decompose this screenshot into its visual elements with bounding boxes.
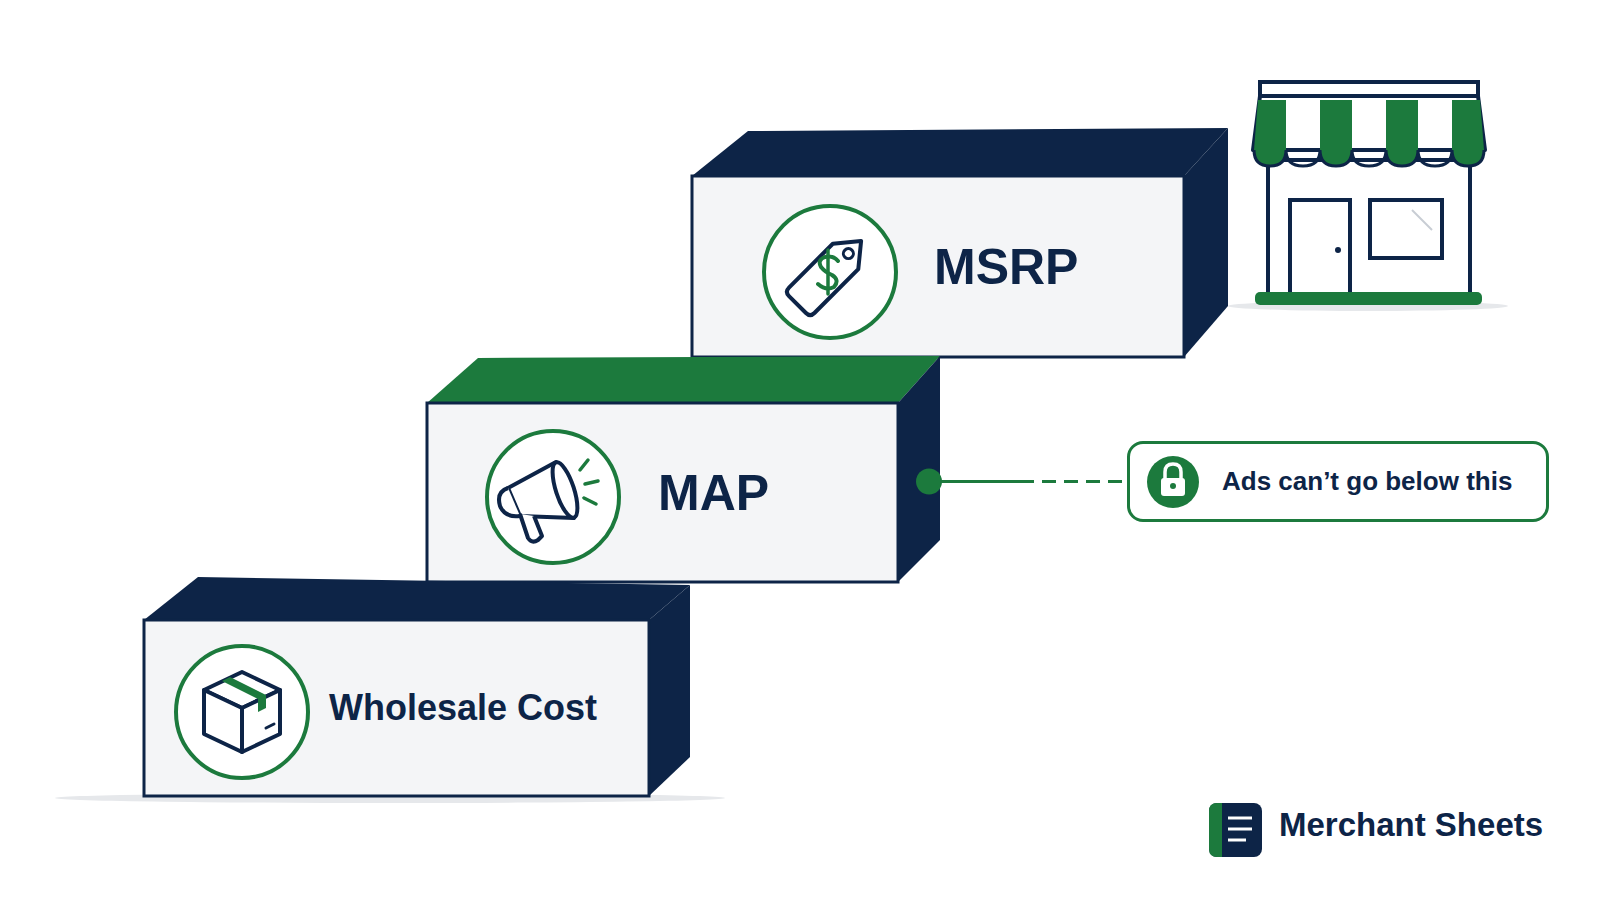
node-label: Ads can’t go below this <box>1222 466 1512 497</box>
block-side <box>1184 128 1228 357</box>
callout-box: Ads can’t go below this <box>1127 441 1549 522</box>
lock-icon <box>1147 456 1199 508</box>
block-side <box>649 585 690 796</box>
msrp-block: MSRP <box>692 176 1184 357</box>
brand-name: Merchant Sheets <box>1279 808 1543 841</box>
node-label: MSRP <box>934 238 1078 296</box>
map-block: MAP <box>427 403 940 582</box>
block-top <box>427 356 940 403</box>
wholesale-block: Wholesale Cost <box>144 620 649 796</box>
block-side <box>898 356 940 582</box>
logo-icon <box>1209 803 1262 857</box>
callout-connector <box>916 469 1127 495</box>
box-icon <box>176 646 308 778</box>
block-top <box>144 577 690 620</box>
block-front <box>427 403 898 582</box>
block-front <box>144 620 649 796</box>
block-front <box>692 176 1184 357</box>
node-label: Wholesale Cost <box>329 687 597 729</box>
megaphone-icon <box>487 431 619 563</box>
storefront-illustration <box>1253 82 1485 305</box>
price-tag-icon <box>764 206 896 338</box>
block-top <box>692 128 1228 176</box>
node-label: MAP <box>658 464 769 522</box>
